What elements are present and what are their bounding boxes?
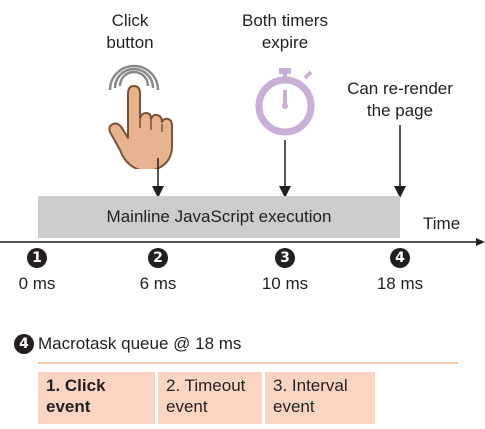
annotation-click-button: Click button — [106, 11, 154, 52]
time-0ms: 0 ms — [18, 274, 56, 293]
marker-3: 3 — [275, 248, 295, 268]
marker-1: 1 — [27, 248, 47, 268]
marker-2: 2 — [148, 248, 168, 268]
queue-item-timeout-event: 2. Timeout event — [158, 372, 262, 424]
queue-marker-4: 4 — [14, 334, 34, 354]
queue-item-click-event: 1. Click event — [38, 372, 155, 424]
annotation-rerender: Can re-render the page — [347, 79, 453, 120]
annotation-timers-expire: Both timers expire — [242, 11, 328, 52]
hand-click-icon — [108, 64, 173, 169]
time-6ms: 6 ms — [139, 274, 177, 293]
mainline-execution-bar: Mainline JavaScript execution — [38, 196, 400, 238]
time-18ms: 18 ms — [376, 274, 424, 293]
queue-title: Macrotask queue @ 18 ms — [38, 334, 242, 353]
queue-divider — [38, 362, 458, 364]
stopwatch-icon — [255, 68, 315, 136]
queue-item-interval-event: 3. Interval event — [265, 372, 375, 424]
marker-4: 4 — [390, 248, 410, 268]
arrows — [152, 125, 406, 198]
time-axis — [0, 238, 485, 246]
axis-time-label: Time — [423, 214, 461, 233]
time-10ms: 10 ms — [261, 274, 309, 293]
